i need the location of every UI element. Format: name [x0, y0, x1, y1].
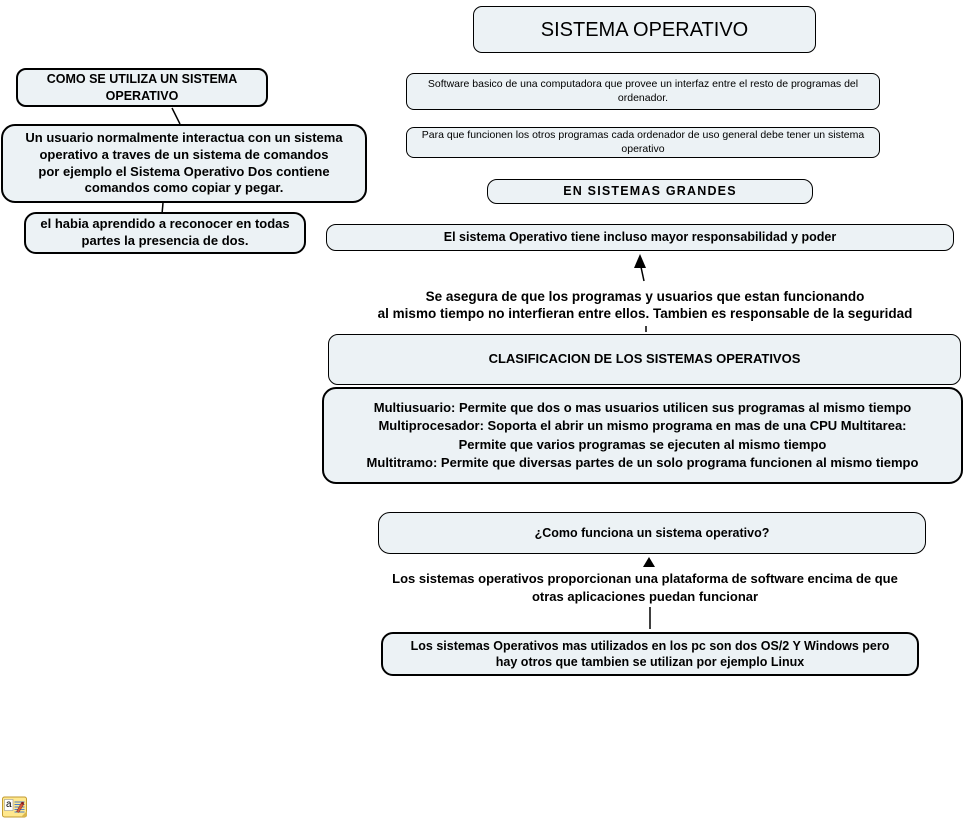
- link-label-se-asegura[interactable]: Se asegura de que los programas y usuari…: [377, 289, 913, 321]
- annotation-a-label: a: [6, 799, 12, 810]
- node-mayor-responsabilidad[interactable]: El sistema Operativo tiene incluso mayor…: [326, 224, 954, 251]
- node-tipos-multiusuario[interactable]: Multiusuario: Permite que dos o mas usua…: [322, 387, 963, 484]
- arrow-plataforma-to-comofunciona-head: [643, 557, 655, 567]
- link-label-plataforma[interactable]: Los sistemas operativos proporcionan una…: [392, 571, 898, 604]
- link-como-to-usuario: [171, 107, 181, 125]
- arrow-seasegura-to-responsabilidad-head: [634, 254, 646, 268]
- node-como-se-utiliza[interactable]: COMO SE UTILIZA UN SISTEMA OPERATIVO: [16, 68, 268, 107]
- arrow-seasegura-to-responsabilidad-tail: [640, 266, 645, 282]
- node-en-sistemas-grandes[interactable]: EN SISTEMAS GRANDES: [487, 179, 813, 204]
- node-para-que-funcionen[interactable]: Para que funcionen los otros programas c…: [406, 127, 880, 158]
- node-el-habia-aprendido[interactable]: el habia aprendido a reconocer en todas …: [24, 212, 306, 254]
- folded-corner: [21, 811, 27, 817]
- sticky-note-icon: [2, 796, 27, 818]
- pencil-icon: [16, 802, 25, 813]
- node-mas-utilizados[interactable]: Los sistemas Operativos mas utilizados e…: [381, 632, 919, 676]
- node-clasificacion[interactable]: CLASIFICACION DE LOS SISTEMAS OPERATIVOS: [328, 334, 961, 385]
- node-como-funciona[interactable]: ¿Como funciona un sistema operativo?: [378, 512, 926, 554]
- node-software-basico[interactable]: Software basico de una computadora que p…: [406, 73, 880, 110]
- node-un-usuario-interactua[interactable]: Un usuario normalmente interactua con un…: [1, 124, 367, 203]
- pencil-tip: [21, 801, 24, 805]
- node-sistema-operativo-title[interactable]: SISTEMA OPERATIVO: [473, 6, 816, 53]
- annotation-note-icon[interactable]: a: [2, 796, 27, 818]
